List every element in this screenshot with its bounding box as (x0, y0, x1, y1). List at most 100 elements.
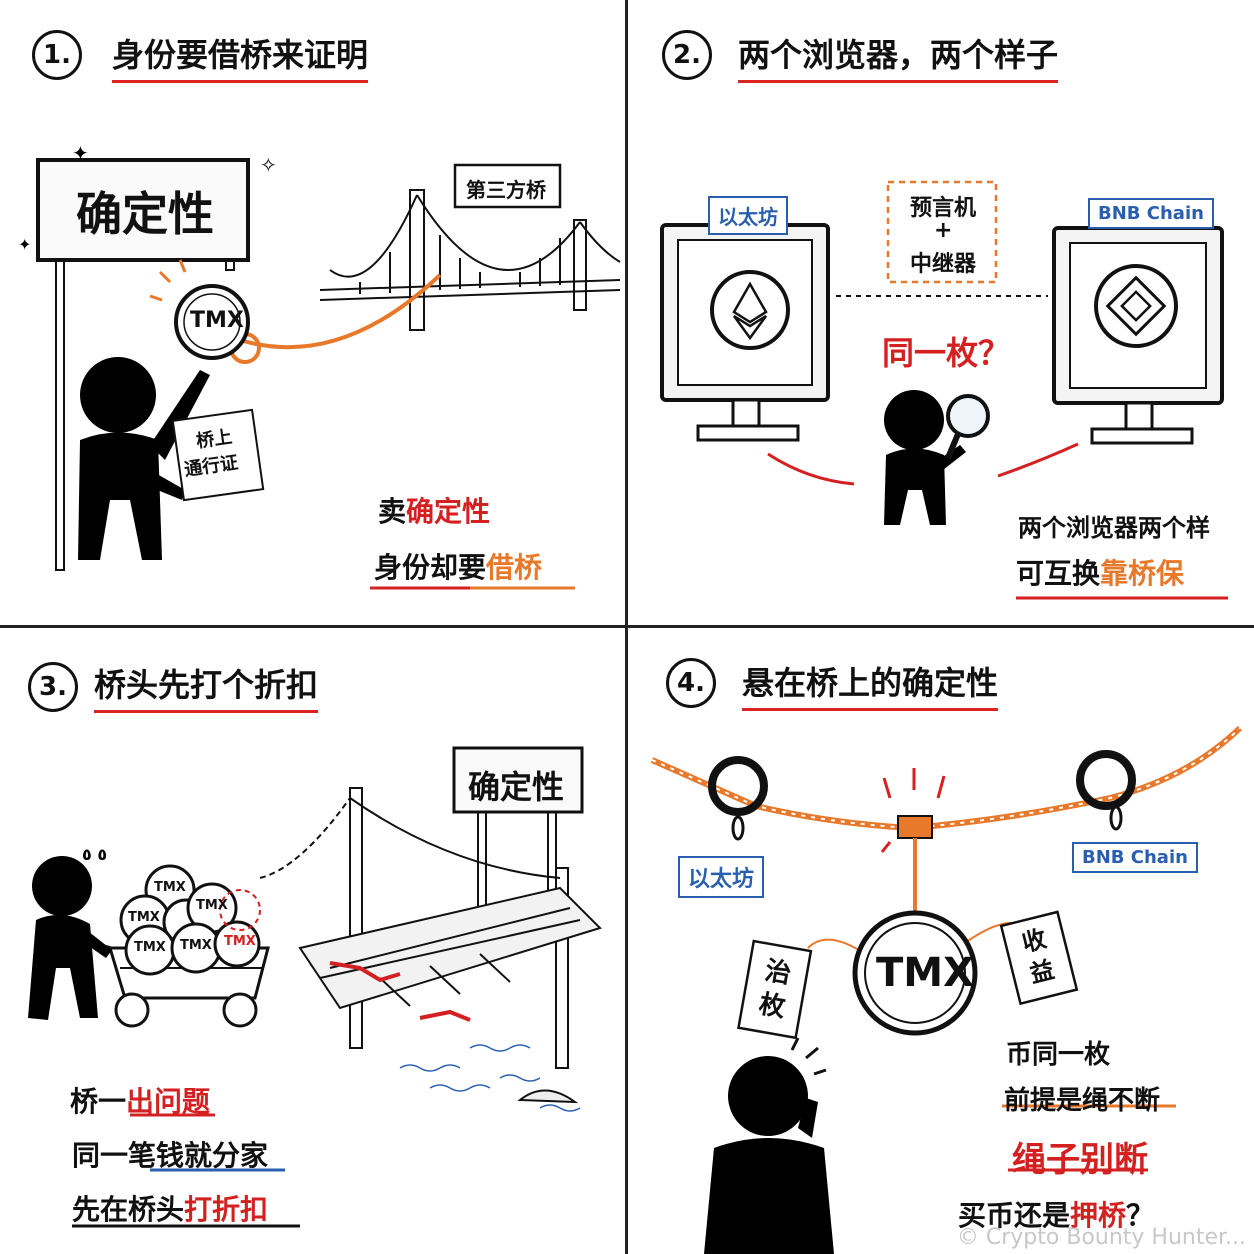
panel-4-caption-line-2: 前提是绳不断 (1004, 1086, 1161, 1116)
caption-text: 身份却要 (374, 551, 487, 584)
caption-highlight: 押桥 (1070, 1199, 1127, 1232)
panel-3-title: 桥头先打个折扣 (94, 660, 319, 713)
sparkle-icon: ✦ (72, 141, 89, 165)
panel-1-caption-line-1: 卖确定性 (378, 490, 490, 530)
ethereum-tag: 以太坊 (678, 856, 765, 898)
rope (239, 273, 442, 350)
third-party-bridge-label: 第三方桥 (466, 178, 546, 202)
caption-text: ？ (1126, 1199, 1155, 1232)
panel-number-2: 2. (662, 30, 712, 80)
caption-highlight: 借桥 (486, 551, 543, 584)
panel-4-caption-line-4: 买币还是押桥？ (958, 1194, 1154, 1234)
panel-1: ✦ ✧ ✦ (0, 0, 626, 626)
caption-text: 先在桥头 (72, 1193, 185, 1226)
relayer-label: 中继器 (910, 252, 977, 277)
stick-figure (78, 357, 210, 560)
panel-number-4: 4. (666, 658, 716, 708)
panel-2-caption-line-1: 两个浏览器两个样 (1018, 514, 1210, 542)
panel-1-caption-line-2: 身份却要借桥 (374, 546, 542, 586)
certainty-sign-board (452, 746, 584, 814)
panel-2: 2. 两个浏览器，两个样子 以太坊 BNB Chain 预言机 + 中继器 同一… (628, 0, 1254, 626)
panel-4-caption-line-3: 绳子别断 (1012, 1140, 1148, 1180)
sparkle-icon: ✦ (18, 235, 31, 254)
tmx-coin-label: TMX (196, 898, 228, 913)
panel-number-3: 3. (28, 662, 78, 712)
left-arrow-icon (767, 452, 855, 486)
bnb-chain-tag: BNB Chain (1088, 198, 1214, 229)
panel-4-caption-line-1: 币同一枚 (1006, 1040, 1111, 1070)
governance-tag (737, 939, 813, 1040)
watermark: © Crypto Bounty Hunter... (956, 1225, 1246, 1250)
stick-figure-thinking (704, 1056, 834, 1254)
panel-4: 4. 悬在桥上的确定性 以太坊 BNB Chain TMX 治枚 收益 币同一枚… (628, 628, 1254, 1254)
third-party-bridge-tag (453, 163, 562, 209)
yield-tag (999, 910, 1079, 1006)
panel-2-title: 两个浏览器，两个样子 (738, 30, 1059, 83)
caption-highlight: 出问题 (126, 1085, 211, 1118)
exclamation-marks (790, 1037, 827, 1076)
tmx-coin-label: TMX (224, 934, 256, 949)
panel-4-title: 悬在桥上的确定性 (742, 658, 999, 711)
panel-3: ٥ ٥ 3. 桥头先打个折扣 确定性 TMX TMX TMX TMX TMX T… (0, 628, 626, 1254)
ethereum-tag: 以太坊 (708, 196, 788, 235)
ethereum-logo-icon (710, 270, 790, 350)
sparkle-icon: ✧ (260, 153, 277, 177)
tmx-coin-label: TMX (134, 940, 166, 955)
suspension-bridge-icon (319, 189, 621, 331)
stick-figure-pushing (28, 856, 112, 1020)
oracle-label: 预言机 (910, 196, 977, 221)
panel-3-illustration: ٥ ٥ (28, 746, 602, 1228)
right-arrow-icon (997, 442, 1079, 478)
panel-3-caption-line-1: 桥一出问题 (70, 1080, 210, 1120)
chain-link-icon (1109, 805, 1123, 831)
bridge-pass-paper (171, 408, 265, 502)
certainty-sign-text: 确定性 (76, 187, 214, 241)
ethereum-monitor (660, 223, 830, 442)
tmx-coin-label: TMX (876, 950, 974, 996)
coin-highlight-lines (149, 259, 187, 302)
panel-3-caption-line-2: 同一笔钱就分家 (72, 1139, 269, 1172)
caption-text: 桥一 (70, 1085, 127, 1118)
panel-number-1: 1. (32, 30, 82, 80)
caption-text: 卖 (378, 495, 407, 528)
oracle-relayer-box (886, 180, 998, 284)
ring-icon (708, 756, 768, 816)
magnifier-icon (946, 394, 990, 438)
rock-icon (517, 1089, 579, 1104)
certainty-sign-board (36, 158, 250, 262)
panel-4-illustration (650, 725, 1243, 1254)
caption-text: 可互换 (1016, 557, 1101, 590)
water-icon (399, 1044, 581, 1112)
red-crack-mark (329, 961, 401, 983)
ring-icon (1076, 750, 1136, 810)
panel-2-caption-line-2: 可互换靠桥保 (1016, 552, 1184, 592)
tmx-coin-label: TMX (154, 880, 186, 895)
bnb-chain-monitor (1052, 226, 1224, 445)
tmx-coin (852, 910, 978, 1036)
rope-knot (897, 815, 933, 839)
caption-highlight: 打折扣 (184, 1193, 269, 1226)
certainty-sign-text: 确定性 (468, 768, 565, 806)
tmx-coin-label: TMX (190, 308, 244, 333)
tmx-coins-pile (119, 864, 261, 976)
tmx-coin (174, 284, 250, 360)
plus-label: + (934, 218, 953, 243)
same-coin-question: 同一枚？ (882, 334, 1011, 372)
caption-text: 买币还是 (958, 1199, 1071, 1232)
bnb-logo-icon (1094, 264, 1178, 348)
panel-3-caption-line-3: 先在桥头打折扣 (72, 1188, 268, 1228)
chain-link-icon (731, 815, 745, 841)
tmx-coin-label: TMX (128, 910, 160, 925)
panel-1-illustration: ✦ ✧ ✦ (18, 141, 621, 590)
caption-highlight: 确定性 (406, 495, 491, 528)
horizontal-divider (0, 625, 1254, 628)
stick-figure-with-magnifier (884, 390, 966, 525)
panel-1-title: 身份要借桥来证明 (112, 30, 369, 83)
signpost-left-pole (55, 239, 65, 571)
caption-highlight: 靠桥保 (1100, 557, 1185, 590)
panel-2-illustration (660, 180, 1228, 600)
tension-lines (880, 768, 946, 853)
red-crack-mark (419, 1009, 471, 1022)
confused-marks: ٥ ٥ (82, 845, 107, 864)
tmx-coin-label: TMX (180, 938, 212, 953)
